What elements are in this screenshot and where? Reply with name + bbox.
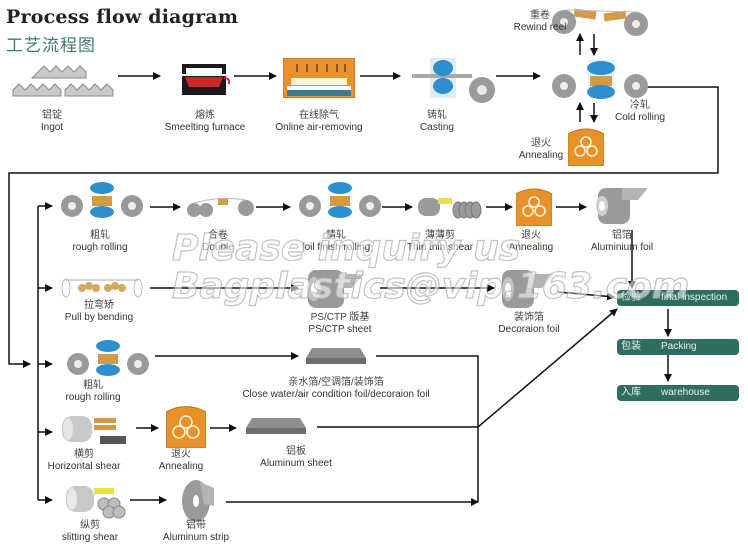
coil-icon (307, 270, 364, 308)
arrow (557, 291, 615, 301)
doubling-icon (187, 198, 254, 217)
slitter-icon (66, 486, 126, 519)
connector (376, 355, 479, 426)
tension-leveler-icon (61, 278, 143, 298)
loop-line (8, 86, 719, 368)
annealing-furnace-icon (516, 188, 552, 226)
arrow (477, 308, 618, 428)
sheet-stack-icon (306, 348, 366, 364)
furnace-icon (182, 64, 230, 95)
sheet-stack-icon (246, 418, 306, 434)
casting-roller-icon (412, 58, 495, 103)
rolling-mill-icon (299, 182, 381, 218)
shear-icon (62, 416, 126, 444)
annealing-furnace-icon (166, 406, 206, 448)
connector (317, 426, 479, 502)
degassing-icon (283, 58, 355, 98)
rewind-reel-icon (552, 8, 648, 36)
foil-roll-icon (596, 188, 648, 224)
rolling-mill-icon (61, 182, 143, 218)
diagram-title-chinese: 工艺流程图 (6, 36, 96, 56)
ingot-icon (12, 65, 114, 97)
coil-icon (502, 270, 554, 308)
rolling-mill-icon (552, 60, 648, 99)
slitter-icon (418, 198, 482, 219)
annealing-furnace-icon (568, 128, 604, 166)
rolling-mill-icon (67, 340, 149, 376)
strip-roll-icon (182, 480, 214, 522)
diagram-title: Process flow diagram (6, 6, 239, 28)
